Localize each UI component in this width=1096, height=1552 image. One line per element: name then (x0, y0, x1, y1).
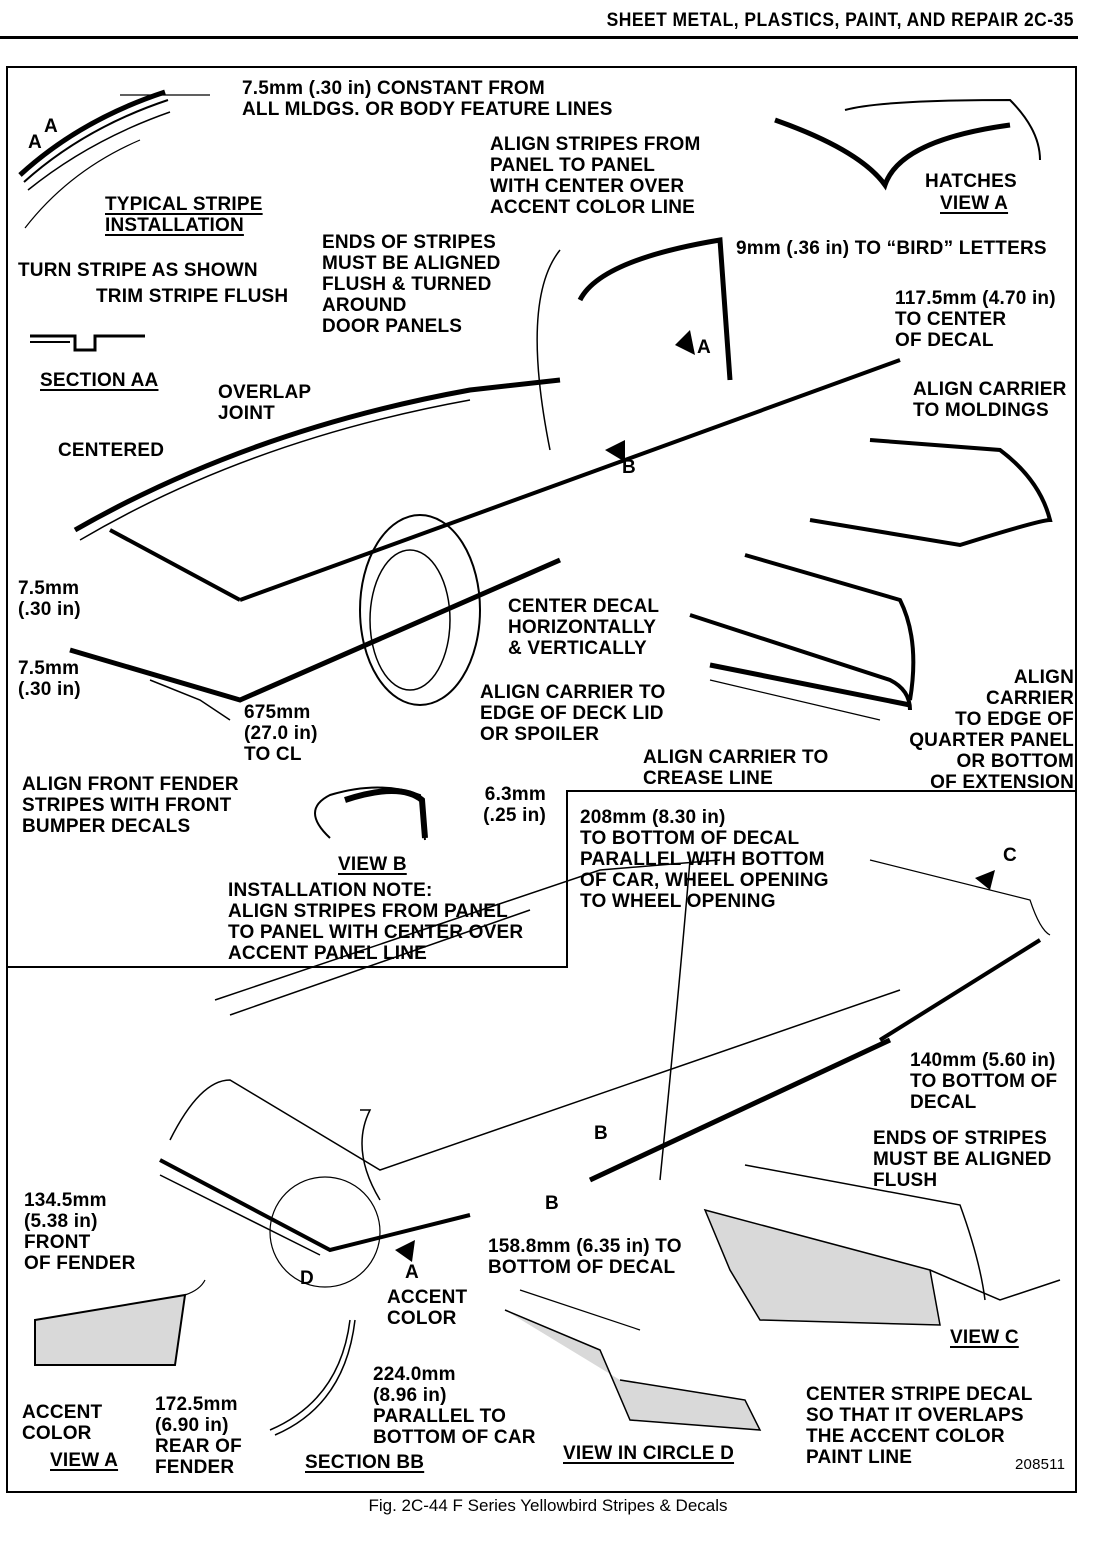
label-installation-note: INSTALLATION NOTE: ALIGN STRIPES FROM PA… (228, 880, 524, 964)
label-center-of-decal: 117.5mm (4.70 in) TO CENTER OF DECAL (895, 288, 1056, 351)
label-align-moldings: ALIGN CARRIER TO MOLDINGS (913, 379, 1067, 421)
view-b-box (6, 790, 568, 968)
label-align-quarter: ALIGN CARRIER TO EDGE OF QUARTER PANEL O… (909, 667, 1074, 793)
figure-number: 208511 (1015, 1456, 1066, 1473)
car-lower-drawing (159, 859, 1051, 1288)
label-section-bb: SECTION BB (305, 1452, 425, 1473)
label-bird-letters: 9mm (.36 in) TO “BIRD” LETTERS (736, 238, 1047, 259)
page-header-title: SHEET METAL, PLASTICS, PAINT, AND REPAIR… (606, 10, 1074, 31)
callout-a-car: A (697, 337, 711, 358)
label-accent-color-mid: ACCENT COLOR (387, 1287, 468, 1329)
hatches-view-a-drawing (774, 98, 1041, 191)
rear-carrier-drawing (689, 438, 1053, 721)
view-circle-d-drawing (504, 1289, 762, 1431)
label-dim-224: 224.0mm (8.96 in) PARALLEL TO BOTTOM OF … (373, 1364, 536, 1448)
label-overlap-joint: OVERLAP JOINT (218, 382, 312, 424)
section-aa-drawing (30, 334, 145, 352)
typical-stripe-drawing (18, 89, 171, 229)
label-align-panel: ALIGN STRIPES FROM PANEL TO PANEL WITH C… (490, 134, 701, 218)
label-view-c: VIEW C (950, 1327, 1019, 1348)
lower-right-box-top-rule (567, 790, 1077, 792)
label-section-aa: SECTION AA (40, 370, 159, 391)
label-centered: CENTERED (58, 440, 165, 461)
page-header: SHEET METAL, PLASTICS, PAINT, AND REPAIR… (0, 0, 1096, 40)
label-dim-158-8: 158.8mm (6.35 in) TO BOTTOM OF DECAL (488, 1236, 682, 1278)
view-b-drawing (314, 786, 428, 841)
label-dim-675: 675mm (27.0 in) TO CL (244, 702, 318, 765)
label-view-circle-d: VIEW IN CIRCLE D (563, 1443, 735, 1464)
callout-a-1: A (28, 132, 42, 153)
label-ends-door: ENDS OF STRIPES MUST BE ALIGNED FLUSH & … (322, 232, 501, 337)
view-a-lower-drawing (34, 1279, 206, 1366)
label-typical-stripe: TYPICAL STRIPE INSTALLATION (105, 194, 263, 236)
figure-caption: Fig. 2C-44 F Series Yellowbird Stripes &… (368, 1496, 728, 1515)
label-constant-spacing: 7.5mm (.30 in) CONSTANT FROM ALL MLDGS. … (242, 78, 613, 120)
label-align-deck-lid: ALIGN CARRIER TO EDGE OF DECK LID OR SPO… (480, 682, 666, 745)
view-c-drawing (703, 1164, 1061, 1326)
label-center-stripe-decal: CENTER STRIPE DECAL SO THAT IT OVERLAPS … (806, 1384, 1033, 1468)
callout-a-2: A (44, 116, 58, 137)
callout-b-1: B (594, 1123, 608, 1144)
callout-b-car: B (622, 457, 636, 478)
label-view-b: VIEW B (338, 854, 407, 875)
header-rule (0, 36, 1078, 39)
label-align-fender: ALIGN FRONT FENDER STRIPES WITH FRONT BU… (22, 774, 239, 837)
car-upper-drawing (69, 237, 901, 721)
label-hatches: HATCHES (925, 171, 1017, 192)
arrow-a-lower-icon (395, 1240, 415, 1262)
arrow-c-icon (975, 870, 995, 890)
figure-frame (6, 66, 1077, 1493)
section-bb-drawing (269, 1319, 356, 1436)
label-accent-color-left: ACCENT COLOR (22, 1402, 103, 1444)
label-dim-6-3: 6.3mm (.25 in) (483, 784, 546, 826)
callout-c: C (1003, 845, 1017, 866)
label-view-a-top: VIEW A (940, 193, 1009, 214)
label-dim-140: 140mm (5.60 in) TO BOTTOM OF DECAL (910, 1050, 1058, 1113)
label-dim-7-5-b: 7.5mm (.30 in) (18, 658, 81, 700)
arrow-b-icon (605, 440, 625, 462)
label-center-decal-hv: CENTER DECAL HORIZONTALLY & VERTICALLY (508, 596, 660, 659)
label-dim-7-5-a: 7.5mm (.30 in) (18, 578, 81, 620)
label-align-crease: ALIGN CARRIER TO CREASE LINE (643, 747, 829, 789)
label-trim-stripe: TRIM STRIPE FLUSH (96, 286, 289, 307)
callout-a-lower: A (405, 1262, 419, 1283)
direction-arrows (395, 330, 995, 1262)
label-dim-134-5: 134.5mm (5.38 in) FRONT OF FENDER (24, 1190, 136, 1274)
label-dim-172-5: 172.5mm (6.90 in) REAR OF FENDER (155, 1394, 242, 1478)
callout-b-2: B (545, 1193, 559, 1214)
label-dim-208: 208mm (8.30 in) TO BOTTOM OF DECAL PARAL… (580, 807, 829, 912)
callout-d: D (300, 1268, 314, 1289)
label-ends-flush: ENDS OF STRIPES MUST BE ALIGNED FLUSH (873, 1128, 1052, 1191)
label-turn-stripe: TURN STRIPE AS SHOWN (18, 260, 258, 281)
arrow-a-icon (675, 330, 695, 355)
label-view-a-lower: VIEW A (50, 1450, 119, 1471)
